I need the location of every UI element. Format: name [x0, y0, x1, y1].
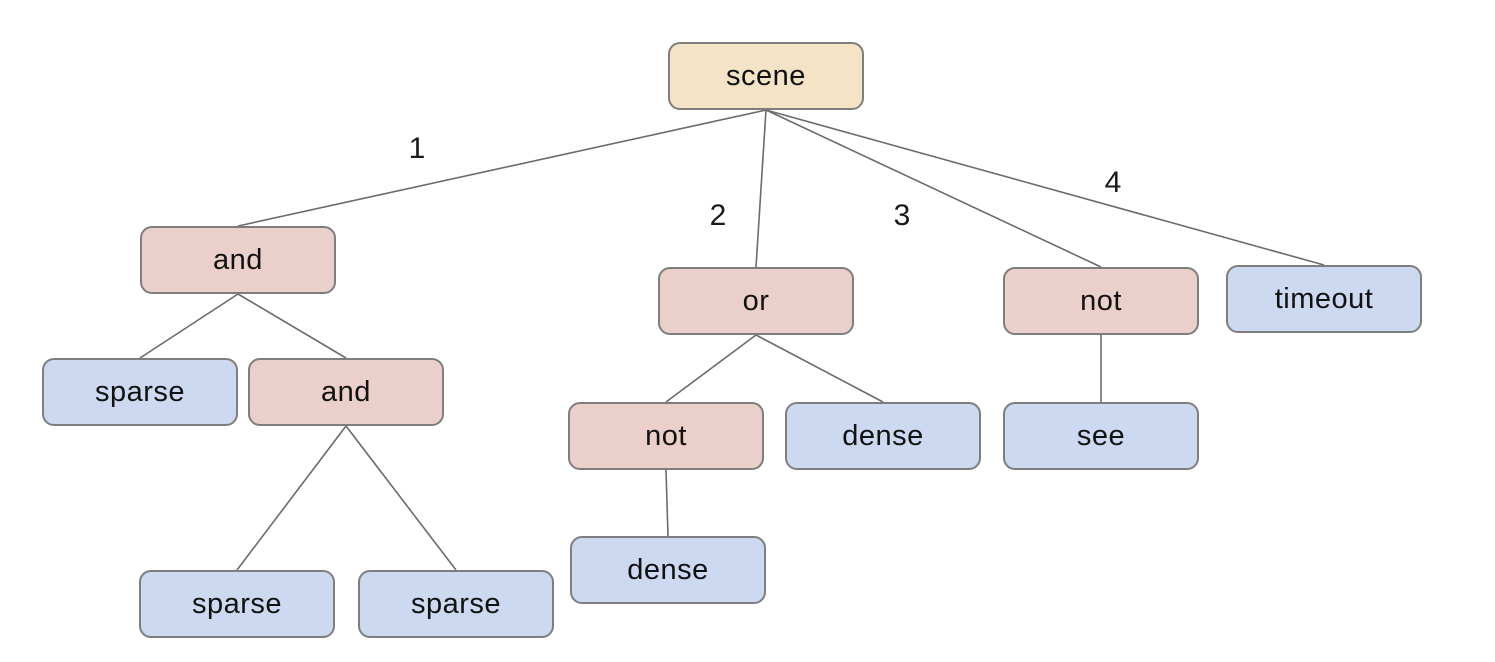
tree-node-not2[interactable]: not	[568, 402, 764, 470]
tree-node-label: and	[213, 243, 263, 276]
tree-node-timeout1[interactable]: timeout	[1226, 265, 1422, 333]
edge-label-4: 4	[1104, 166, 1122, 199]
edge-and2-sparse2	[236, 425, 347, 571]
tree-node-label: sparse	[410, 587, 502, 620]
tree-node-label: not	[1080, 284, 1122, 317]
edge-and1-and2	[237, 293, 347, 359]
tree-node-label: or	[742, 284, 770, 317]
edge-label-2: 2	[709, 199, 727, 232]
edge-scene-not1	[765, 109, 1102, 268]
tree-node-label: dense	[842, 419, 924, 452]
tree-node-scene[interactable]: scene	[668, 42, 864, 110]
tree-node-label: see	[1076, 419, 1126, 452]
tree-node-dense1[interactable]: dense	[785, 402, 981, 470]
edge-label-1: 1	[408, 132, 426, 165]
edge-and1-sparse1	[139, 293, 239, 359]
tree-node-sparse2[interactable]: sparse	[139, 570, 335, 638]
tree-node-label: dense	[627, 553, 709, 586]
edge-scene-or1	[755, 109, 767, 268]
tree-node-or1[interactable]: or	[658, 267, 854, 335]
edge-not2-dense2	[665, 469, 669, 537]
tree-node-label: and	[321, 375, 371, 408]
edge-scene-timeout1	[765, 109, 1325, 266]
tree-node-sparse3[interactable]: sparse	[358, 570, 554, 638]
tree-node-see1[interactable]: see	[1003, 402, 1199, 470]
edge-scene-and1	[237, 109, 767, 227]
edge-or1-not2	[665, 334, 757, 403]
tree-node-dense2[interactable]: dense	[570, 536, 766, 604]
tree-node-label: sparse	[94, 375, 186, 408]
tree-node-and1[interactable]: and	[140, 226, 336, 294]
edge-and2-sparse3	[345, 425, 457, 571]
tree-node-label: timeout	[1274, 282, 1374, 315]
tree-node-and2[interactable]: and	[248, 358, 444, 426]
tree-node-label: scene	[726, 59, 806, 92]
tree-node-sparse1[interactable]: sparse	[42, 358, 238, 426]
edge-label-3: 3	[893, 199, 911, 232]
tree-node-not1[interactable]: not	[1003, 267, 1199, 335]
tree-node-label: not	[645, 419, 687, 452]
tree-node-label: sparse	[191, 587, 283, 620]
edge-or1-dense1	[755, 334, 884, 403]
